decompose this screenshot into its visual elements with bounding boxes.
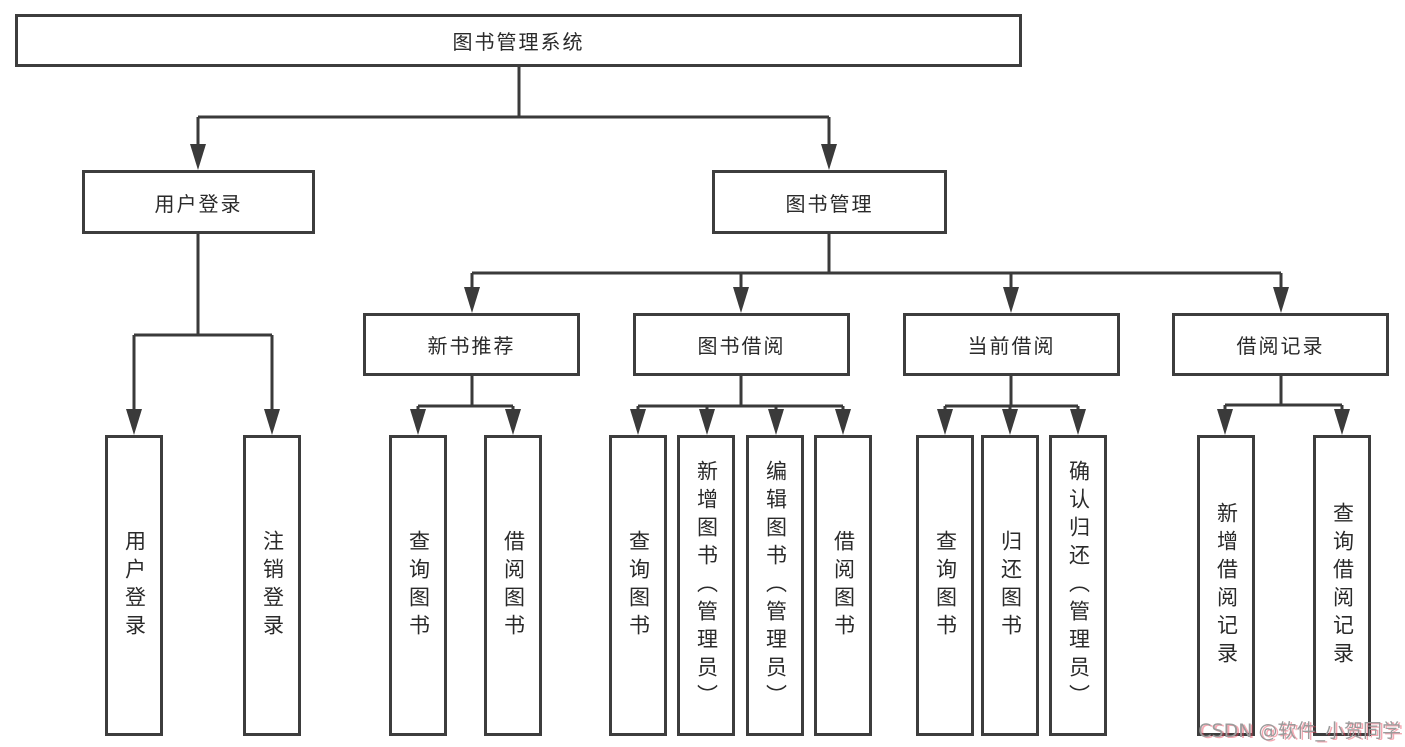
node-book-management-label: 图书管理 [785,191,874,216]
leaf-confirm-return-admin: 确认归还（管理员） [1049,435,1107,736]
leaf-query-borrow-record: 查询借阅记录 [1313,435,1371,736]
node-root: 图书管理系统 [15,14,1022,67]
node-current-borrowing: 当前借阅 [903,313,1120,376]
leaf-query-books-borrowing: 查询图书 [609,435,667,736]
node-book-borrowing-label: 图书借阅 [697,334,786,358]
leaf-add-borrow-record-label: 新增借阅记录 [1214,501,1239,670]
leaf-return-book-label: 归还图书 [998,529,1023,642]
leaf-add-book-admin: 新增图书（管理员） [677,435,735,736]
leaf-borrow-books-borrowing-label: 借阅图书 [831,529,856,642]
leaf-query-books-recommend-label: 查询图书 [406,529,431,642]
leaf-query-books-borrowing-label: 查询图书 [626,529,651,642]
leaf-query-books-current-label: 查询图书 [933,529,958,642]
node-user-login-label: 用户登录 [154,191,243,216]
csdn-watermark: CSDN @软件_小贺同学 [1198,720,1401,742]
leaf-add-book-admin-label: 新增图书（管理员） [694,459,719,712]
node-new-book-recommend: 新书推荐 [363,313,580,376]
leaf-borrow-books-recommend-label: 借阅图书 [501,529,526,642]
leaf-user-login: 用户登录 [105,435,163,736]
leaf-edit-book-admin: 编辑图书（管理员） [746,435,804,736]
node-book-management: 图书管理 [712,170,947,234]
leaf-logout: 注销登录 [243,435,301,736]
leaf-return-book: 归还图书 [981,435,1039,736]
leaf-query-books-current: 查询图书 [916,435,974,736]
node-new-book-recommend-label: 新书推荐 [427,334,516,358]
leaf-user-login-label: 用户登录 [122,529,147,642]
leaf-borrow-books-recommend: 借阅图书 [484,435,542,736]
node-root-label: 图书管理系统 [452,30,585,54]
node-current-borrowing-label: 当前借阅 [967,334,1056,358]
node-user-login: 用户登录 [82,170,315,234]
node-borrowing-records-label: 借阅记录 [1236,334,1325,358]
leaf-query-borrow-record-label: 查询借阅记录 [1330,501,1355,670]
arrowheads [126,144,1350,435]
leaf-query-books-recommend: 查询图书 [389,435,447,736]
node-borrowing-records: 借阅记录 [1172,313,1389,376]
leaf-logout-label: 注销登录 [260,529,285,642]
leaf-borrow-books-borrowing: 借阅图书 [814,435,872,736]
leaf-add-borrow-record: 新增借阅记录 [1197,435,1255,736]
leaf-edit-book-admin-label: 编辑图书（管理员） [763,459,788,712]
node-book-borrowing: 图书借阅 [633,313,850,376]
leaf-confirm-return-admin-label: 确认归还（管理员） [1066,459,1091,712]
